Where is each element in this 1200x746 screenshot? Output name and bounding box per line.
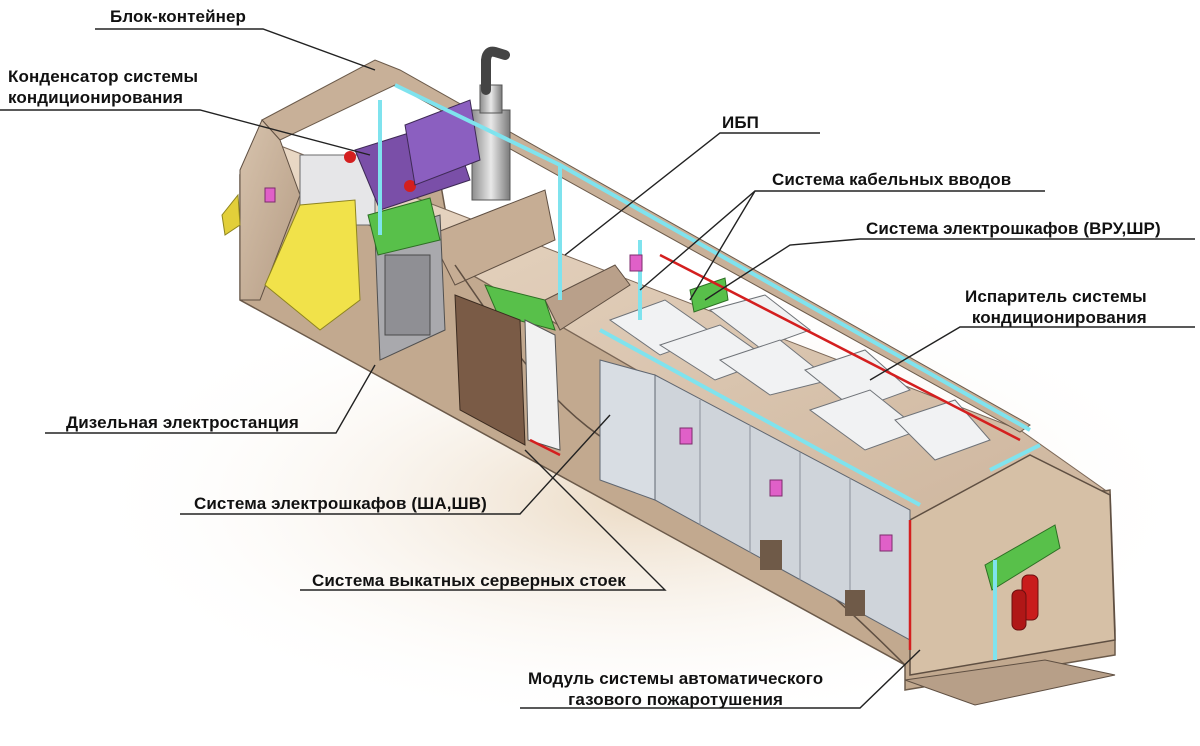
green-vent-panel-3 bbox=[984, 524, 1061, 591]
partition-wall-2 bbox=[544, 264, 631, 331]
label-electric-cabinets-vru: Система электрошкафов (ВРУ,ШР) bbox=[866, 219, 1161, 238]
server-rack-modules bbox=[608, 294, 991, 461]
partition-wall-1 bbox=[429, 189, 556, 286]
label-electric-cabinets-sha: Система электрошкафов (ША,ШВ) bbox=[194, 494, 487, 513]
label-condenser: Конденсатор системы кондиционирования bbox=[8, 66, 198, 108]
ac-condenser bbox=[404, 99, 481, 186]
gas-cylinders bbox=[1011, 574, 1039, 631]
leader-lines bbox=[0, 28, 1195, 709]
green-vent-panel-1 bbox=[367, 197, 441, 256]
cable-tray-network bbox=[378, 83, 1041, 660]
label-fire-module-line2: газового пожаротушения bbox=[568, 690, 784, 709]
label-diesel-station: Дизельная электростанция bbox=[66, 413, 299, 432]
label-condenser-line2: кондиционирования bbox=[8, 88, 183, 107]
green-vent-panel-2 bbox=[484, 284, 556, 331]
label-cable-entry: Система кабельных вводов bbox=[772, 170, 1012, 189]
label-block-container: Блок-контейнер bbox=[110, 7, 247, 26]
yellow-air-hood bbox=[264, 199, 361, 331]
label-ups: ИБП bbox=[722, 113, 759, 132]
entry-step bbox=[904, 659, 1116, 706]
label-evaporator-line1: Испаритель системы bbox=[965, 287, 1147, 306]
label-condenser-line1: Конденсатор системы bbox=[8, 67, 199, 86]
label-fire-module-line1: Модуль системы автоматического bbox=[528, 669, 824, 688]
server-room-door bbox=[524, 319, 561, 451]
label-fire-module: Модуль системы автоматического газового … bbox=[528, 668, 823, 710]
label-evaporator-line2: кондиционирования bbox=[971, 308, 1147, 327]
fire-suppression-pipes bbox=[529, 253, 1021, 650]
yellow-hood-side bbox=[221, 193, 241, 236]
label-server-racks: Система выкатных серверных стоек bbox=[312, 571, 626, 590]
diesel-room-door bbox=[454, 294, 526, 446]
server-rack-fronts bbox=[599, 359, 911, 641]
electric-boxes bbox=[264, 187, 893, 552]
label-evaporator: Испаритель системы кондиционирования bbox=[965, 286, 1147, 328]
